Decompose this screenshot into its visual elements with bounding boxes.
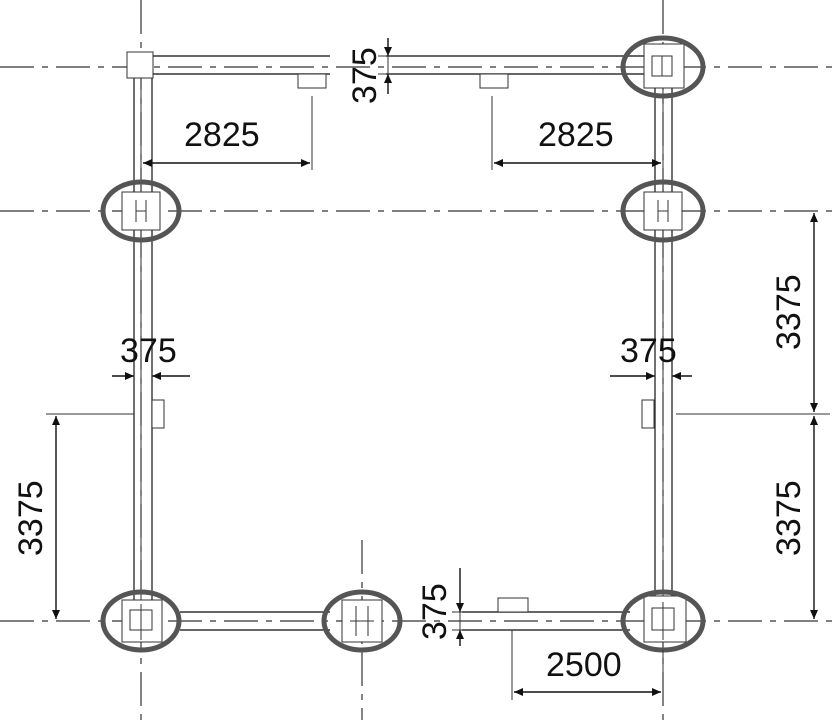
column-top-right xyxy=(620,35,706,99)
dimension-top-wall-thickness: 375 xyxy=(346,38,398,104)
dimension-top-left-span: 2825 xyxy=(140,96,313,170)
dimension-right-lower-height: 3375 xyxy=(676,413,830,619)
dimension-left-wall-thickness: 375 xyxy=(112,332,190,384)
dimension-top-right-span: 2825 xyxy=(491,96,661,170)
column-middle-left xyxy=(100,179,182,243)
dimension-label: 375 xyxy=(120,332,177,370)
dimension-label: 3375 xyxy=(12,480,50,556)
dimension-label: 2825 xyxy=(538,116,614,154)
dimension-label: 3375 xyxy=(770,274,808,350)
dimension-right-wall-thickness: 375 xyxy=(610,332,692,384)
column-bottom-middle xyxy=(321,589,403,653)
column-nodes xyxy=(100,35,706,653)
column-middle-right xyxy=(620,179,706,243)
dimension-right-upper-height: 3375 xyxy=(770,213,818,412)
wall-fixtures xyxy=(126,51,655,613)
dimension-bottom-wall-thickness: 375 xyxy=(416,568,476,646)
dimension-label: 375 xyxy=(416,583,454,640)
dimension-left-height: 3375 xyxy=(12,413,134,619)
dimension-bottom-right-span: 2500 xyxy=(511,630,664,700)
column-bottom-left xyxy=(100,589,182,653)
dimension-label: 2500 xyxy=(546,646,622,684)
dimension-label: 3375 xyxy=(770,480,808,556)
dimension-label: 375 xyxy=(346,47,384,104)
dimension-label: 375 xyxy=(620,332,677,370)
dimension-label: 2825 xyxy=(184,116,260,154)
